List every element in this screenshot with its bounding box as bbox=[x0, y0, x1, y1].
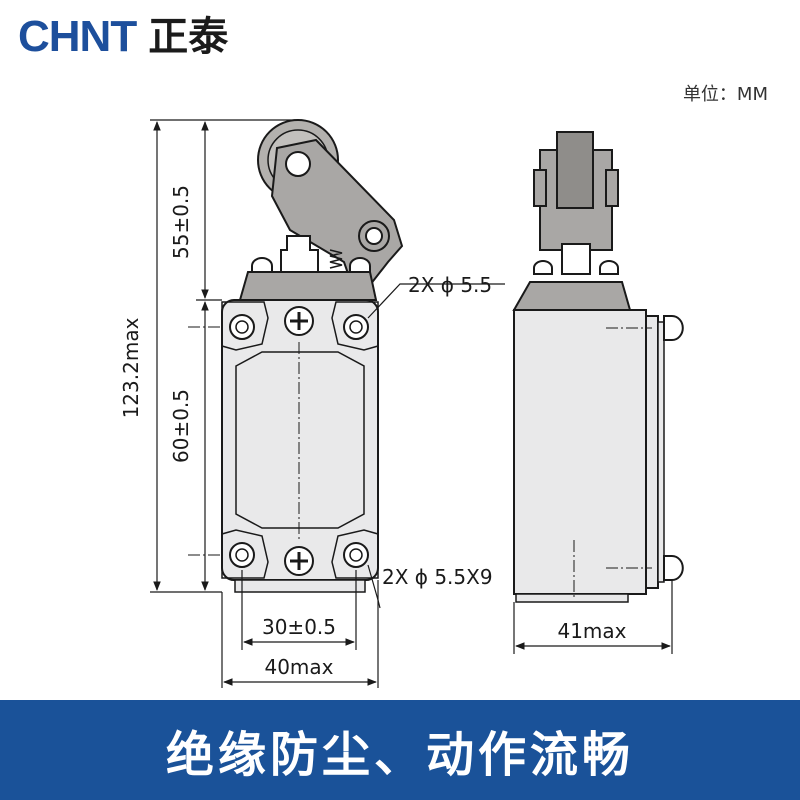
mounting-hole-bottom-right bbox=[343, 542, 369, 568]
unit-label: 单位：MM bbox=[682, 84, 768, 105]
side-lever-notch-left bbox=[533, 169, 547, 207]
lever-pivot-hole bbox=[365, 227, 383, 245]
head-screw-right bbox=[349, 257, 371, 273]
dim-side-depth: 41max bbox=[557, 619, 626, 643]
label-recess bbox=[235, 351, 365, 529]
mounting-hole-top-left bbox=[229, 314, 255, 340]
feature-banner-text: 绝缘防尘、动作流畅 bbox=[165, 727, 634, 783]
head-screw-left bbox=[251, 257, 273, 273]
side-screw-left bbox=[533, 260, 553, 275]
corner-pad-bottom-right bbox=[331, 529, 379, 579]
side-plunger bbox=[561, 243, 591, 275]
feature-banner: 绝缘防尘、动作流畅 bbox=[0, 700, 800, 800]
side-bracket-plate bbox=[645, 315, 659, 589]
corner-pad-bottom-left bbox=[221, 529, 269, 579]
switch-head bbox=[238, 271, 378, 301]
corner-pad-top-right bbox=[331, 301, 379, 351]
side-head bbox=[512, 281, 632, 311]
brand-logo-chinese: 正泰 bbox=[148, 14, 229, 60]
brand-logo: CHNT 正泰 bbox=[18, 12, 229, 61]
side-roller bbox=[556, 131, 594, 209]
side-view bbox=[512, 131, 684, 603]
mounting-hole-bottom-left bbox=[229, 542, 255, 568]
roller-axle-hole bbox=[285, 151, 311, 177]
dim-body-height: 60±0.5 bbox=[169, 389, 193, 463]
spring bbox=[329, 249, 343, 269]
cover-screw-top bbox=[284, 306, 314, 336]
side-dimension-lines bbox=[513, 580, 673, 654]
mounting-hole-top-right bbox=[343, 314, 369, 340]
front-dimension-lines bbox=[150, 119, 505, 688]
dim-roller-height: 55±0.5 bbox=[169, 185, 193, 259]
side-body-base bbox=[515, 593, 629, 603]
dim-hole-spacing: 30±0.5 bbox=[262, 615, 336, 639]
technical-drawing: 55±0.5 123.2max 60±0.5 2X ϕ 5.5 2X ϕ 5.5… bbox=[119, 119, 684, 688]
front-view bbox=[221, 119, 404, 593]
cover-screw-bottom bbox=[284, 546, 314, 576]
dim-bottom-holes: 2X ϕ 5.5X9 bbox=[382, 565, 493, 589]
corner-pad-top-left bbox=[221, 301, 269, 351]
brand-logo-latin: CHNT bbox=[18, 12, 137, 61]
dim-top-holes: 2X ϕ 5.5 bbox=[408, 273, 492, 297]
side-screw-right bbox=[599, 260, 619, 275]
side-body bbox=[513, 309, 647, 595]
dim-total-height: 123.2max bbox=[119, 317, 143, 418]
body-base-plate bbox=[234, 579, 366, 593]
side-lever-notch-right bbox=[605, 169, 619, 207]
side-bracket-knob-bottom bbox=[663, 555, 684, 581]
side-center-lines bbox=[573, 327, 652, 600]
dim-body-width: 40max bbox=[264, 655, 333, 679]
side-bracket-inner bbox=[657, 321, 665, 583]
side-bracket-knob-top bbox=[663, 315, 684, 341]
